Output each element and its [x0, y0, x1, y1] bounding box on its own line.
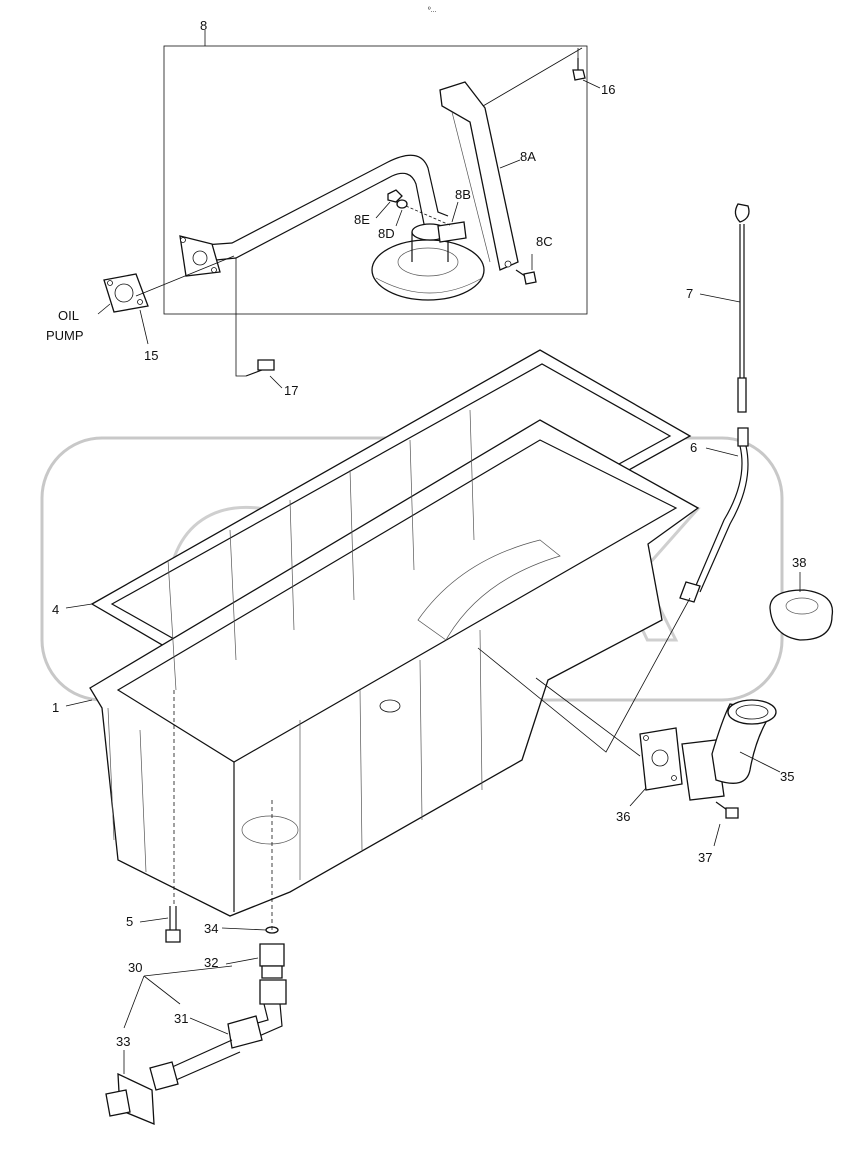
- oil-pump-label: OIL PUMP: [46, 308, 84, 343]
- suction-tube: [179, 154, 485, 301]
- callout-labels: 8 16 8A 8B 8E 8D 8C 7 15 17 6 4 38 1 35 …: [52, 18, 806, 1049]
- oil-pan-1: [89, 409, 700, 917]
- callout-15: 15: [144, 348, 158, 363]
- bolt-16: [572, 58, 586, 81]
- callout-17: 17: [284, 383, 298, 398]
- bolt-8c: [515, 269, 537, 285]
- callout-5: 5: [126, 914, 133, 929]
- callout-30: 30: [128, 960, 142, 975]
- callout-8: 8: [200, 18, 207, 33]
- callout-16: 16: [601, 82, 615, 97]
- callout-32: 32: [204, 955, 218, 970]
- fitting-32: [259, 943, 285, 979]
- callout-8c: 8C: [536, 234, 553, 249]
- callout-33: 33: [116, 1034, 130, 1049]
- bracket-8a: [439, 81, 519, 271]
- callout-31: 31: [174, 1011, 188, 1026]
- gasket-15: [103, 273, 149, 313]
- washer-8d: [396, 199, 408, 209]
- drain-hose-31: [149, 979, 287, 1091]
- callout-36: 36: [616, 809, 630, 824]
- callout-37: 37: [698, 850, 712, 865]
- callout-6: 6: [690, 440, 697, 455]
- callout-7: 7: [686, 286, 693, 301]
- callout-1: 1: [52, 700, 59, 715]
- dipstick-tube-6: [679, 427, 749, 603]
- filler-neck-35: [681, 699, 777, 801]
- callout-34: 34: [204, 921, 218, 936]
- oil-pump-line2: PUMP: [46, 328, 84, 343]
- nut-8e: [387, 189, 403, 203]
- callout-35: 35: [780, 769, 794, 784]
- header-mark: º...: [428, 7, 436, 14]
- bolt-17: [245, 359, 275, 377]
- clamp-8b: [437, 221, 467, 243]
- drain-valve-33: [105, 1072, 155, 1125]
- leader-lines: [65, 30, 801, 1074]
- gasket-36: [639, 727, 683, 791]
- bolt-5: [165, 906, 181, 943]
- callout-8d: 8D: [378, 226, 395, 241]
- filler-cap-38: [769, 589, 834, 641]
- oil-pump-line1: OIL: [58, 308, 79, 323]
- callout-8b: 8B: [455, 187, 471, 202]
- callout-8a: 8A: [520, 149, 536, 164]
- dipstick-7: [734, 203, 750, 413]
- bolt-37: [715, 801, 739, 819]
- callout-4: 4: [52, 602, 59, 617]
- callout-8e: 8E: [354, 212, 370, 227]
- callout-38: 38: [792, 555, 806, 570]
- kit-8-frame: [163, 45, 588, 315]
